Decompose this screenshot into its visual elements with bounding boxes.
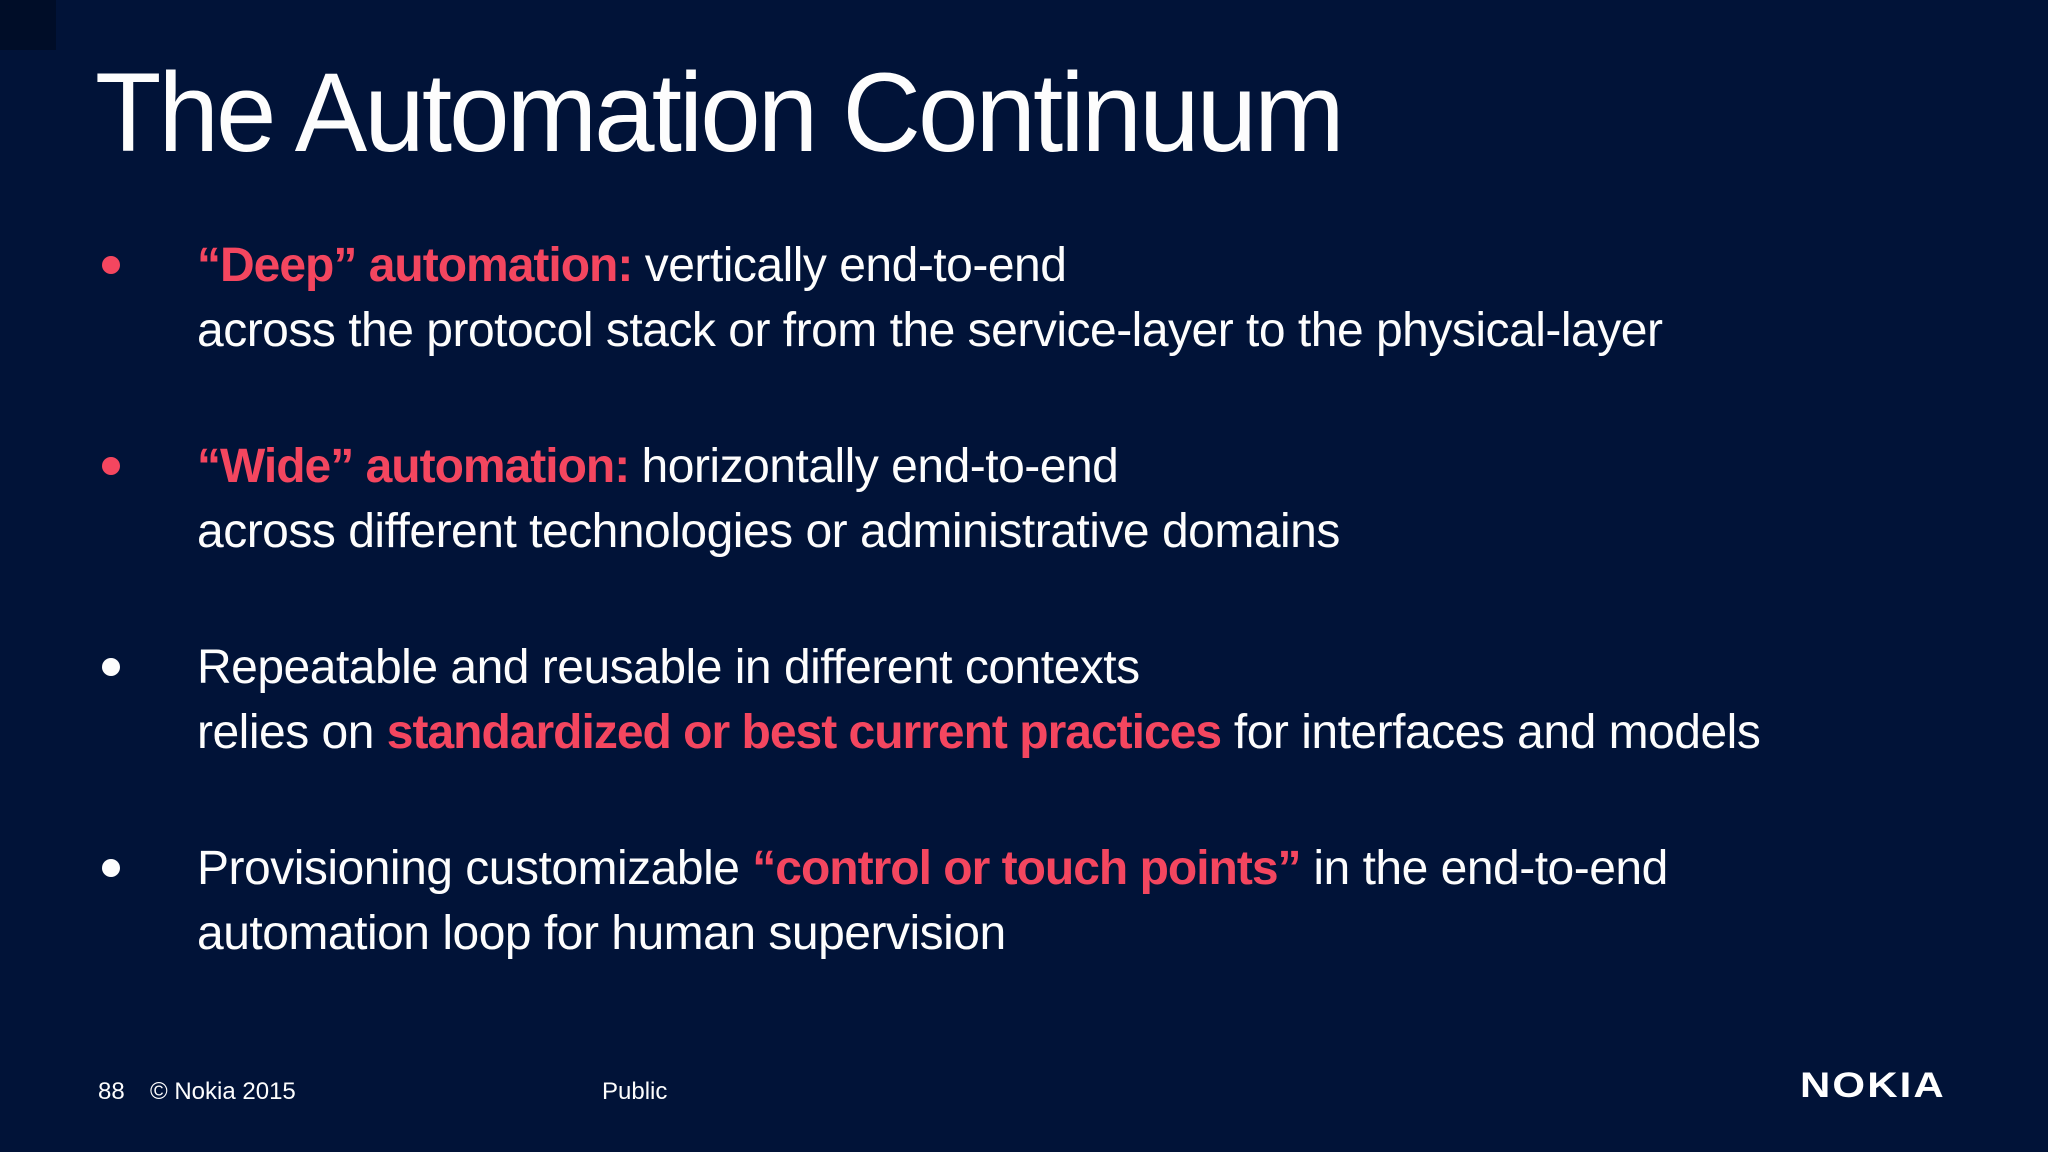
bullet-text-accent: “control or touch points” [752,842,1301,895]
bullet-text-accent: standardized or best current practices [386,706,1222,759]
bullet-text-accent: “Deep” automation: [197,239,645,292]
bullet-dot-icon [102,256,120,274]
slide-title: The Automation Continuum [95,50,1345,175]
slide-footer: 88 © Nokia 2015 Public [0,1078,2048,1118]
bullet-text: across the protocol stack or from the se… [197,304,1663,357]
bullet-text: vertically end-to-end [644,239,1067,292]
bullet-item: “Wide” automation: horizontally end-to-e… [102,434,1997,564]
classification-label: Public [602,1078,668,1105]
bullet-dot-icon [102,658,120,676]
bullet-dot-icon [102,859,120,877]
bullet-list: “Deep” automation: vertically end-to-end… [102,233,1997,1037]
bullet-text: relies on [197,706,387,759]
bullet-line: automation loop for human supervision [197,901,1997,966]
corner-shade [0,0,56,50]
bullet-text: Provisioning customizable [197,842,753,895]
bullet-line: “Wide” automation: horizontally end-to-e… [197,434,1997,499]
page-number: 88 [98,1078,125,1105]
bullet-text: across different technologies or adminis… [197,505,1340,558]
bullet-item: “Deep” automation: vertically end-to-end… [102,233,1997,363]
bullet-line: Repeatable and reusable in different con… [197,635,1997,700]
bullet-text: Repeatable and reusable in different con… [197,641,1140,694]
bullet-text: automation loop for human supervision [197,907,1006,960]
bullet-line: relies on standardized or best current p… [197,700,1997,765]
nokia-logo: NOKIA [1800,1066,1946,1105]
bullet-text: horizontally end-to-end [641,440,1119,493]
bullet-item: Repeatable and reusable in different con… [102,635,1997,765]
copyright-text: © Nokia 2015 [150,1078,296,1105]
bullet-text: for interfaces and models [1221,706,1761,759]
bullet-item: Provisioning customizable “control or to… [102,836,1997,966]
bullet-line: across different technologies or adminis… [197,499,1997,564]
bullet-line: across the protocol stack or from the se… [197,298,1997,363]
bullet-dot-icon [102,457,120,475]
bullet-text: in the end-to-end [1300,842,1668,895]
bullet-text-accent: “Wide” automation: [197,440,642,493]
bullet-line: Provisioning customizable “control or to… [197,836,1997,901]
bullet-line: “Deep” automation: vertically end-to-end [197,233,1997,298]
